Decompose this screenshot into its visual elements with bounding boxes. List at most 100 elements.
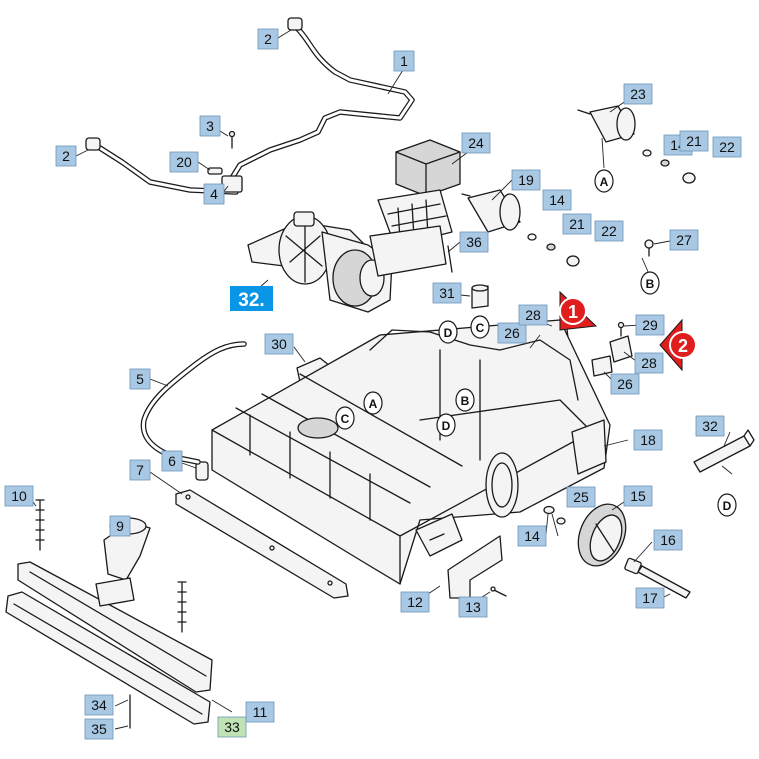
control-module bbox=[369, 139, 461, 277]
switch-26b bbox=[591, 355, 613, 377]
callouts: 1 2 2 3 4 5 6 7 9 10 11 12 13 14 14 14 1… bbox=[4, 28, 742, 740]
svg-text:2: 2 bbox=[62, 148, 70, 164]
svg-text:4: 4 bbox=[210, 186, 218, 202]
svg-text:9: 9 bbox=[116, 518, 124, 534]
callout-25: 25 bbox=[566, 486, 596, 508]
svg-text:23: 23 bbox=[630, 86, 646, 102]
svg-text:27: 27 bbox=[676, 232, 692, 248]
svg-text:30: 30 bbox=[271, 336, 287, 352]
letter-d-housing: D bbox=[436, 413, 456, 437]
svg-text:A: A bbox=[600, 175, 609, 189]
svg-text:20: 20 bbox=[176, 154, 192, 170]
svg-text:17: 17 bbox=[642, 590, 658, 606]
callout-3: 3 bbox=[199, 115, 221, 137]
callout-32: 32 bbox=[695, 415, 725, 437]
callout-11: 11 bbox=[245, 701, 275, 723]
svg-text:1: 1 bbox=[568, 302, 578, 322]
callout-7: 7 bbox=[129, 459, 151, 481]
hose-assembly bbox=[85, 17, 415, 195]
callout-21: 21 bbox=[679, 130, 709, 152]
callout-30: 30 bbox=[264, 333, 294, 355]
svg-text:D: D bbox=[444, 326, 453, 340]
svg-text:19: 19 bbox=[518, 172, 534, 188]
reference-letters: A A B B C C D D D bbox=[335, 169, 737, 517]
spring-20 bbox=[207, 167, 223, 175]
callout-24: 24 bbox=[461, 132, 491, 154]
svg-text:A: A bbox=[369, 397, 378, 411]
svg-text:24: 24 bbox=[468, 135, 484, 151]
set-label-32: 32. bbox=[230, 286, 273, 311]
callout-1: 1 bbox=[393, 50, 415, 72]
svg-text:16: 16 bbox=[660, 532, 676, 548]
svg-text:6: 6 bbox=[168, 453, 176, 469]
svg-text:14: 14 bbox=[549, 192, 565, 208]
svg-text:15: 15 bbox=[630, 488, 646, 504]
callout-22: 22 bbox=[594, 220, 624, 242]
svg-text:33: 33 bbox=[224, 719, 240, 735]
hose-end-cap-left bbox=[85, 137, 101, 151]
svg-text:D: D bbox=[442, 419, 451, 433]
drive-wheel bbox=[543, 503, 691, 599]
svg-text:2: 2 bbox=[678, 336, 688, 356]
callout-23: 23 bbox=[623, 83, 653, 105]
svg-text:3: 3 bbox=[206, 118, 214, 134]
callout-4: 4 bbox=[203, 183, 225, 205]
bracket-28b bbox=[609, 335, 633, 363]
callout-22: 22 bbox=[712, 136, 742, 158]
letter-d-top: D bbox=[438, 320, 458, 344]
svg-text:22: 22 bbox=[601, 223, 617, 239]
callout-35: 35 bbox=[84, 718, 114, 740]
svg-text:28: 28 bbox=[525, 307, 541, 323]
callout-13: 13 bbox=[458, 596, 488, 618]
svg-text:36: 36 bbox=[466, 234, 482, 250]
svg-text:32: 32 bbox=[702, 418, 718, 434]
callout-28: 28 bbox=[518, 304, 548, 326]
hose-5 bbox=[140, 341, 247, 465]
callout-15: 15 bbox=[623, 485, 653, 507]
svg-text:2: 2 bbox=[264, 31, 272, 47]
svg-text:34: 34 bbox=[91, 697, 107, 713]
svg-text:22: 22 bbox=[719, 139, 735, 155]
hose-end-cap-top bbox=[287, 17, 303, 31]
callout-21: 21 bbox=[562, 213, 592, 235]
callout-26: 26 bbox=[610, 373, 640, 395]
letter-a-housing: A bbox=[363, 391, 383, 415]
callout-5: 5 bbox=[129, 368, 151, 390]
callout-14: 14 bbox=[542, 189, 572, 211]
svg-text:14: 14 bbox=[524, 528, 540, 544]
callout-36: 36 bbox=[459, 231, 489, 253]
svg-text:B: B bbox=[461, 394, 470, 408]
callout-18: 18 bbox=[633, 429, 663, 451]
letter-a-right: A bbox=[594, 169, 614, 193]
svg-text:7: 7 bbox=[136, 462, 144, 478]
svg-text:13: 13 bbox=[465, 599, 481, 615]
callout-33: 33 bbox=[217, 716, 247, 738]
svg-text:D: D bbox=[723, 499, 732, 513]
letter-d-right: D bbox=[717, 493, 737, 517]
callout-34: 34 bbox=[84, 694, 114, 716]
svg-text:25: 25 bbox=[573, 489, 589, 505]
brush-motor-19 bbox=[461, 189, 521, 233]
callout-27: 27 bbox=[669, 229, 699, 251]
callout-10: 10 bbox=[4, 485, 34, 507]
roller-stick-32 bbox=[693, 429, 755, 473]
callout-26: 26 bbox=[497, 322, 527, 344]
svg-text:12: 12 bbox=[407, 594, 423, 610]
svg-text:21: 21 bbox=[686, 133, 702, 149]
svg-text:26: 26 bbox=[617, 376, 633, 392]
callout-16: 16 bbox=[653, 529, 683, 551]
svg-text:32.: 32. bbox=[238, 290, 264, 311]
svg-text:31: 31 bbox=[439, 285, 455, 301]
callout-19: 19 bbox=[511, 169, 541, 191]
svg-text:1: 1 bbox=[400, 53, 408, 69]
svg-text:B: B bbox=[646, 277, 655, 291]
svg-text:21: 21 bbox=[569, 216, 585, 232]
svg-text:11: 11 bbox=[253, 704, 268, 720]
svg-text:10: 10 bbox=[11, 488, 27, 504]
callout-20: 20 bbox=[169, 151, 199, 173]
callout-31: 31 bbox=[432, 282, 462, 304]
plate-12 bbox=[447, 535, 507, 599]
red-marker-1: 1 bbox=[559, 290, 598, 331]
letter-b-housing: B bbox=[455, 388, 475, 412]
